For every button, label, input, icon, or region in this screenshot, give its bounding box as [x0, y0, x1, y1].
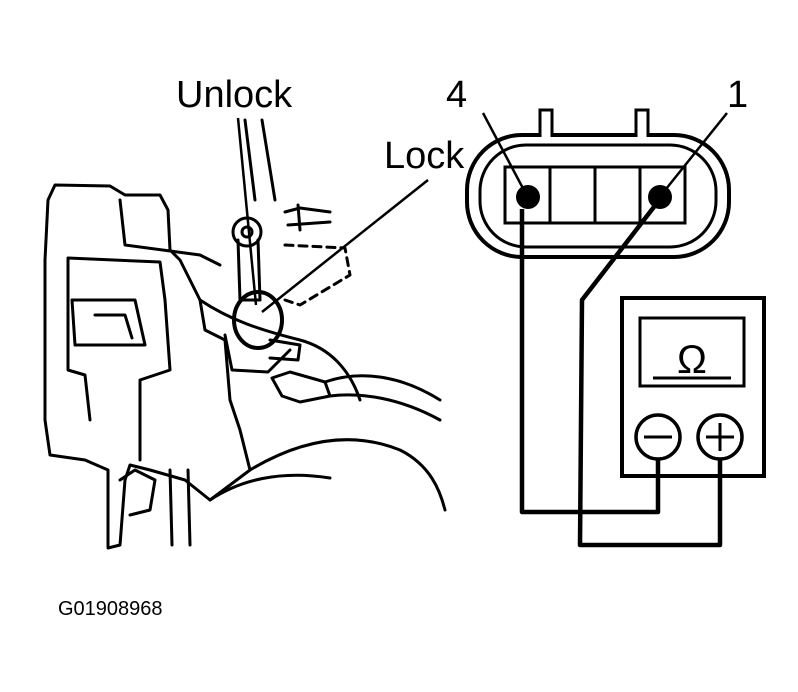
- cable-a: [323, 374, 442, 422]
- figure-code: G01908968: [58, 598, 163, 620]
- lock-leader-line: [261, 179, 429, 313]
- lever-arm: [236, 238, 262, 302]
- pin-1-label: 1: [727, 74, 748, 116]
- rod-lower: [168, 468, 192, 547]
- ohm-symbol: Ω: [677, 338, 707, 382]
- unlock-leader-line: [236, 117, 258, 306]
- rod-upper: [243, 118, 277, 202]
- bracket: [268, 338, 302, 362]
- connector-shell-inner: [478, 143, 718, 249]
- connector-tab-right: [634, 108, 650, 137]
- lock-label: Lock: [384, 135, 465, 177]
- body-curve-a: [198, 298, 362, 402]
- body-curve-c: [208, 473, 332, 502]
- knob-base: [223, 333, 292, 374]
- pin-4-leader: [481, 112, 528, 195]
- inner-panel: [66, 256, 172, 462]
- ohmmeter: Ω: [620, 296, 766, 478]
- lever-alt-position: [283, 243, 352, 307]
- unlock-label: Unlock: [176, 74, 293, 116]
- lever-pivot-inner: [240, 225, 254, 239]
- terminal-4-dot: [516, 185, 540, 209]
- pin-4-label: 4: [446, 74, 467, 116]
- latch-inner: [93, 313, 134, 340]
- ohmmeter-display: [638, 316, 746, 388]
- actuator-assembly: [43, 118, 447, 550]
- connector: [465, 108, 731, 259]
- connector-shell-outer: [465, 133, 731, 259]
- connector-tab-left: [538, 108, 554, 137]
- plug-upper: [283, 203, 332, 232]
- housing-edge: [118, 198, 222, 267]
- plug-lower: [270, 370, 332, 404]
- clip: [118, 468, 157, 517]
- pin-1-leader: [661, 112, 728, 195]
- lead-pin4-to-negative: [519, 209, 661, 515]
- lead-pin1-to-positive: [577, 201, 723, 548]
- terminal-1-dot: [648, 185, 672, 209]
- latch-block: [70, 298, 147, 347]
- body-curve-b: [248, 438, 447, 512]
